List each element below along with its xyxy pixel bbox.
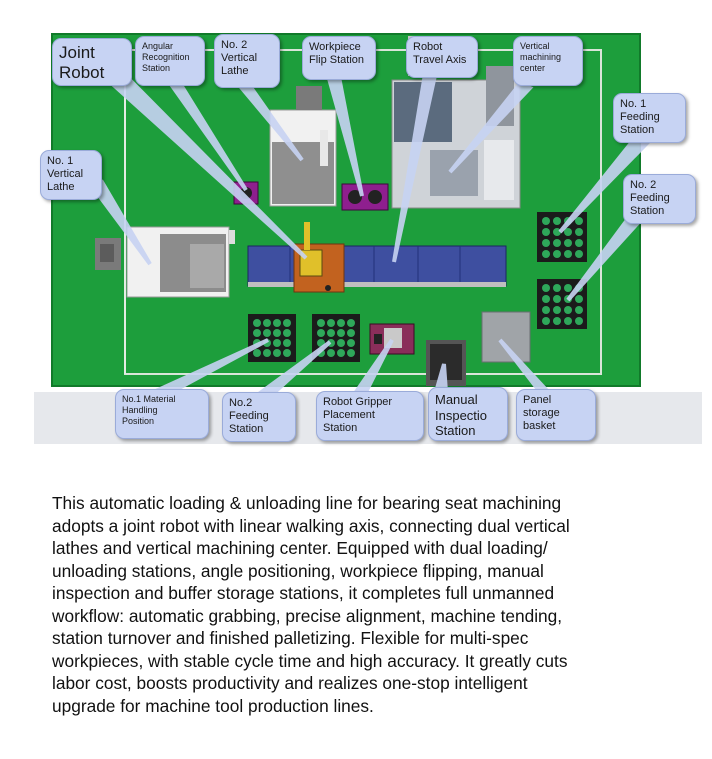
callout-no2-feeding-station-right: No. 2 Feeding Station: [623, 174, 696, 224]
no1-feeding-station-pallet: [537, 212, 587, 262]
robot-travel-axis-rail: [247, 245, 507, 287]
pointer-robot-travel-axis: [392, 78, 437, 263]
callout-no2-feeding-station-bottom: No.2 Feeding Station: [222, 392, 296, 442]
callout-panel-storage: Panel storage basket: [516, 389, 596, 441]
callout-no1-feeding-station: No. 1 Feeding Station: [613, 93, 686, 143]
pointer-lines: [88, 69, 653, 403]
callout-no1-vertical-lathe: No. 1 Vertical Lathe: [40, 150, 102, 200]
robot-gripper-placement-device: [369, 323, 415, 355]
workpiece-flip-station-device: [341, 183, 389, 211]
callout-angular-recognition: Angular Recognition Station: [135, 36, 205, 86]
no2-feeding-station-bottom-pallet: [312, 314, 360, 362]
layout-diagram: [34, 33, 702, 444]
callout-vertical-machining-center: Vertical machining center: [513, 36, 583, 86]
pointer-workpiece-flip: [327, 80, 364, 197]
callout-workpiece-flip: Workpiece Flip Station: [302, 36, 376, 80]
callout-no1-material-handling: No.1 Material Handling Position: [115, 389, 209, 439]
callout-no2-vertical-lathe: No. 2 Vertical Lathe: [214, 34, 280, 88]
no1-vertical-lathe-machine: [95, 226, 235, 298]
callout-robot-gripper-placement: Robot Gripper Placement Station: [316, 391, 424, 441]
joint-robot-machine: [293, 222, 345, 293]
no1-material-handling-pallet: [248, 314, 296, 362]
callout-joint-robot: Joint Robot: [52, 38, 132, 86]
pointer-vmc: [448, 81, 534, 174]
callout-robot-travel-axis: Robot Travel Axis: [406, 36, 478, 78]
panel-storage-basket-device: [481, 311, 531, 363]
description-paragraph: This automatic loading & unloading line …: [52, 493, 570, 716]
callout-manual-inspection: Manual Inspectio Station: [428, 387, 508, 441]
